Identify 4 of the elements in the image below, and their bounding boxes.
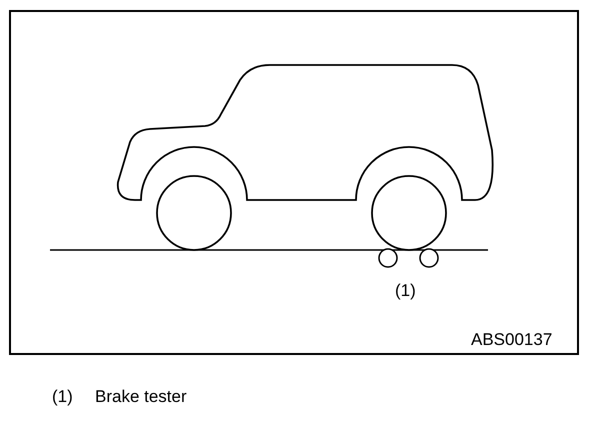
- callout-number: (1): [395, 281, 416, 301]
- legend-text: Brake tester: [95, 387, 187, 407]
- figure-code: ABS00137: [471, 330, 552, 350]
- callout-number: (1): [52, 387, 73, 407]
